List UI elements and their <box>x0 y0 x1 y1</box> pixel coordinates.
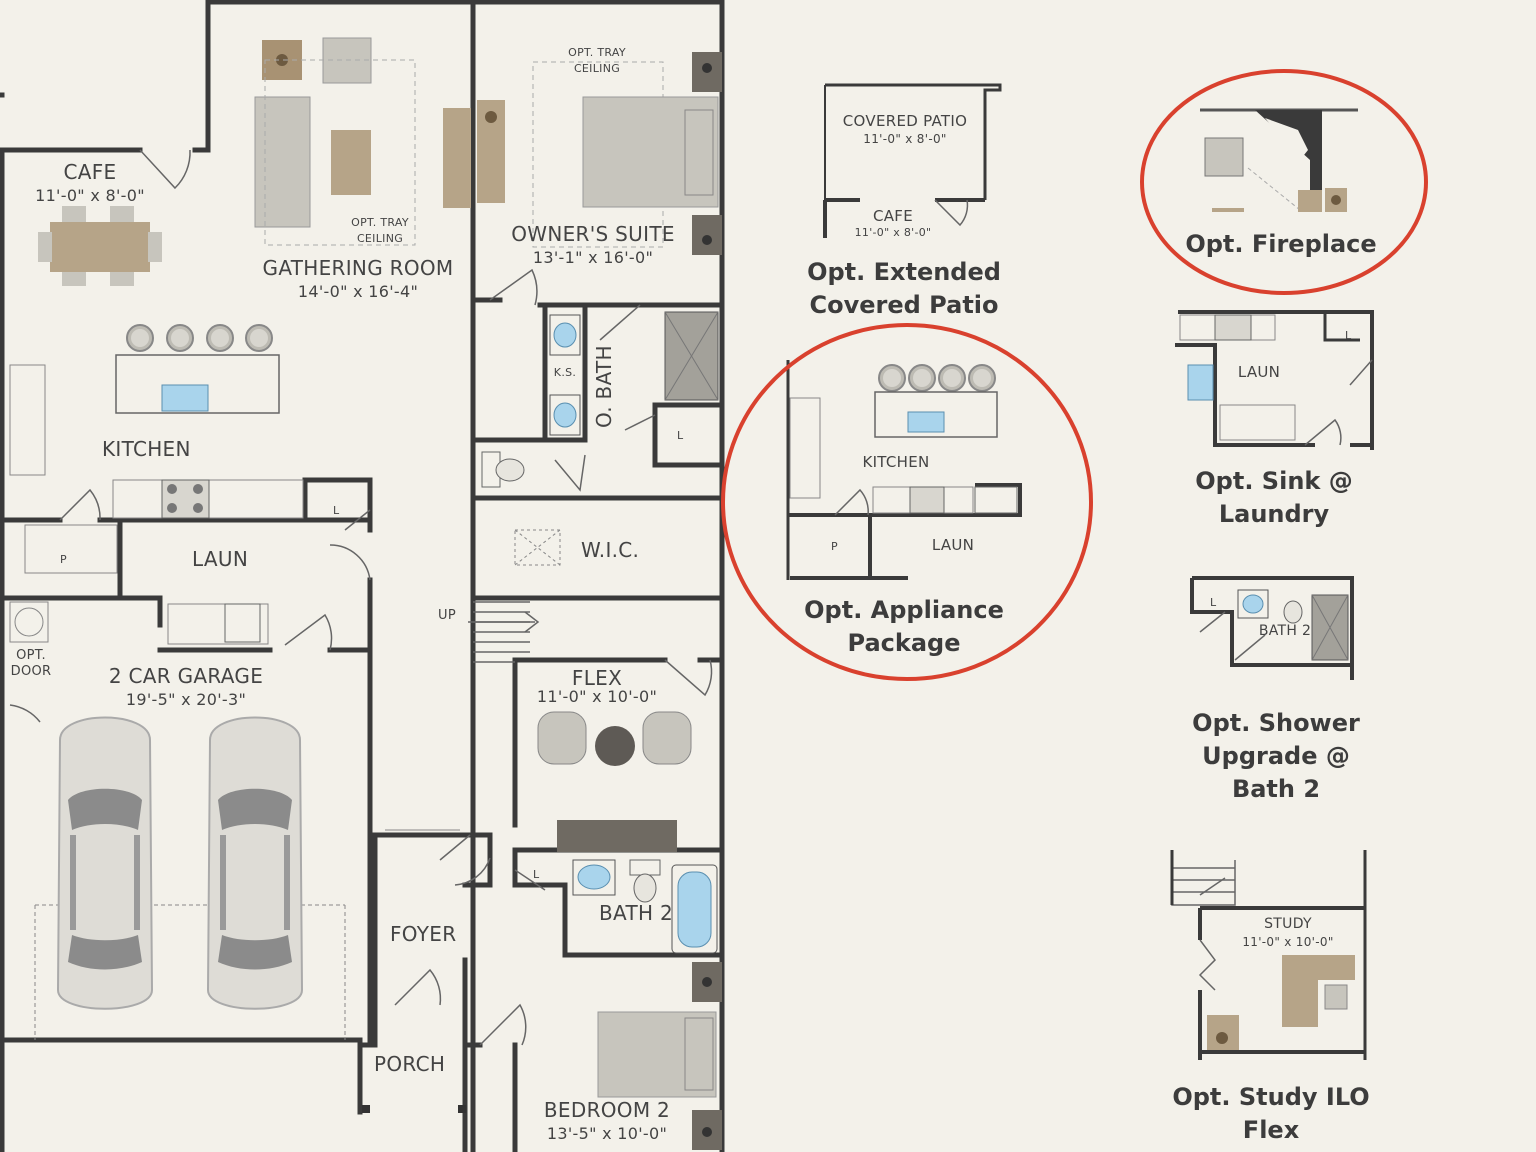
o-bath-label: O. BATH <box>592 345 616 428</box>
fireplace-highlight-circle <box>1140 69 1428 295</box>
main-furniture <box>9 37 722 1150</box>
bedroom2-label: BEDROOM 2 <box>543 1098 671 1122</box>
gathering-tray-ceiling-line1: OPT. TRAY <box>351 216 409 229</box>
option-appliance-drawing <box>786 360 1022 580</box>
gathering-tray-ceiling-line2: CEILING <box>356 232 404 245</box>
laundry-label: LAUN <box>192 547 249 571</box>
garage-dimension: 19'-5" x 20'-3" <box>125 690 247 709</box>
flex-dimension: 11'-0" x 10'-0" <box>536 687 658 706</box>
patio-cafe-label: CAFE <box>872 207 914 225</box>
cafe-label: CAFE <box>63 160 117 184</box>
main-plan-walls <box>0 0 725 1152</box>
foyer-label: FOYER <box>390 922 457 946</box>
bedroom2-dimension: 13'-5" x 10'-0" <box>546 1124 668 1143</box>
opt-extended-patio-title-line2: Covered Patio <box>809 291 999 319</box>
option-fireplace-drawing <box>1200 108 1358 212</box>
opt-door-line1: OPT. <box>16 648 46 663</box>
flex-label: FLEX <box>571 666 623 690</box>
appliance-laundry-label: LAUN <box>931 536 975 554</box>
opt-sink-laundry-title-line1: Opt. Sink @ <box>1195 467 1353 495</box>
laundry-linen-label: L <box>333 504 340 517</box>
opt-appliance-title-line2: Package <box>847 629 961 657</box>
owners-suite-label: OWNER'S SUITE <box>511 222 675 246</box>
patio-cafe-dimension: 11'-0" x 8'-0" <box>854 226 932 239</box>
option-shower-drawing <box>1190 576 1354 680</box>
wic-label: W.I.C. <box>581 538 640 562</box>
bath2-label: BATH 2 <box>599 901 673 925</box>
appliance-kitchen-label: KITCHEN <box>862 453 930 471</box>
covered-patio-label: COVERED PATIO <box>842 112 968 130</box>
opt-sink-laundry-title-line2: Laundry <box>1218 500 1330 528</box>
opt-fireplace-title: Opt. Fireplace <box>1185 230 1377 258</box>
cafe-dimension: 11'-0" x 8'-0" <box>35 186 145 205</box>
stairs <box>468 601 540 663</box>
pantry-label: P <box>60 553 67 566</box>
sink-laundry-linen-label: L <box>1345 329 1352 342</box>
option-sink-laundry-drawing <box>1175 310 1374 450</box>
owner-tray-ceiling-line1: OPT. TRAY <box>568 46 626 59</box>
door-swings <box>9 149 713 1046</box>
opt-study-title-line2: Flex <box>1242 1116 1300 1144</box>
porch-label: PORCH <box>374 1052 446 1076</box>
shower-linen-label: L <box>1210 596 1217 609</box>
stairs-up-label: UP <box>438 608 456 623</box>
o-bath-linen-label: L <box>677 429 684 442</box>
gathering-room-label: GATHERING ROOM <box>262 256 454 280</box>
kitchen-label: KITCHEN <box>102 437 191 461</box>
option-covered-patio-drawing <box>823 83 1002 238</box>
sink-laundry-laun-label: LAUN <box>1237 363 1281 381</box>
shower-bath2-label: BATH 2 <box>1258 623 1312 639</box>
owner-tray-ceiling-line2: CEILING <box>573 62 621 75</box>
owners-suite-dimension: 13'-1" x 16'-0" <box>532 248 654 267</box>
garage-label: 2 CAR GARAGE <box>108 664 264 688</box>
bath2-linen-label: L <box>533 868 540 881</box>
opt-shower-title-line1: Opt. Shower <box>1192 709 1360 737</box>
gathering-room-dimension: 14'-0" x 16'-4" <box>297 282 419 301</box>
ks-label: K.S. <box>553 366 577 379</box>
opt-study-title-line1: Opt. Study ILO <box>1172 1083 1370 1111</box>
appliance-pantry-label: P <box>831 540 838 553</box>
opt-appliance-title-line1: Opt. Appliance <box>804 596 1004 624</box>
opt-shower-title-line3: Bath 2 <box>1231 775 1321 803</box>
opt-extended-patio-title-line1: Opt. Extended <box>807 258 1001 286</box>
study-label: STUDY <box>1264 916 1312 932</box>
covered-patio-dimension: 11'-0" x 8'-0" <box>863 132 947 146</box>
opt-door-line2: DOOR <box>10 664 52 679</box>
option-study-drawing <box>1170 850 1367 1060</box>
study-dimension: 11'-0" x 10'-0" <box>1242 935 1334 949</box>
appliance-highlight-circle <box>721 323 1093 681</box>
opt-shower-title-line2: Upgrade @ <box>1202 742 1350 770</box>
